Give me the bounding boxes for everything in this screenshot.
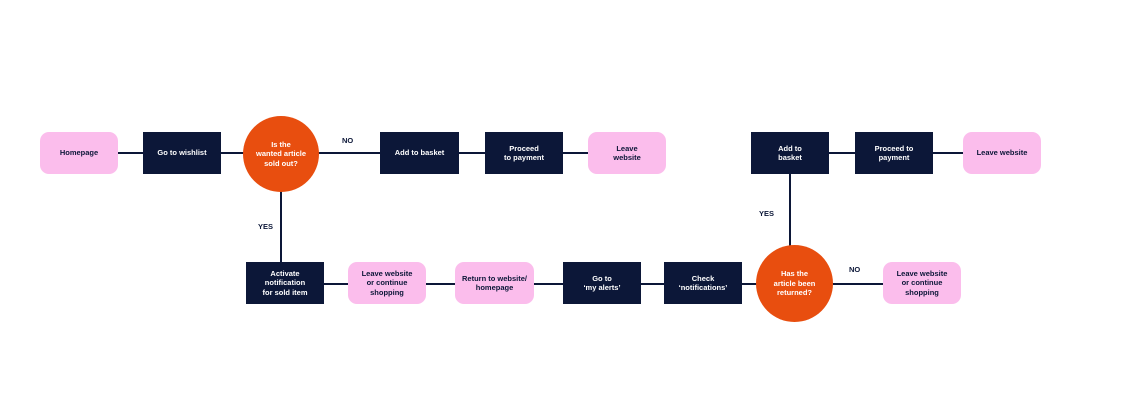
node-check-notifications: Check ‘notifications’	[664, 262, 742, 304]
node-leave-or-continue-2: Leave website or continue shopping	[883, 262, 961, 304]
node-return-to-website: Return to website/ homepage	[455, 262, 534, 304]
node-homepage: Homepage	[40, 132, 118, 174]
node-activate-notification: Activate notification for sold item	[246, 262, 324, 304]
label-sold-out-yes: YES	[258, 222, 274, 231]
node-returned-decision: Has the article been returned?	[756, 245, 833, 322]
label-sold-out-no: NO	[342, 136, 354, 145]
node-add-to-basket-2: Add to basket	[751, 132, 829, 174]
node-go-to-my-alerts: Go to ‘my alerts’	[563, 262, 641, 304]
node-proceed-to-payment-2: Proceed to payment	[855, 132, 933, 174]
node-leave-website-1: Leave website	[588, 132, 666, 174]
node-sold-out-decision: Is the wanted article sold out?	[243, 116, 319, 192]
node-proceed-to-payment-1: Proceed to payment	[485, 132, 563, 174]
label-returned-no: NO	[849, 265, 861, 274]
node-leave-or-continue-1: Leave website or continue shopping	[348, 262, 426, 304]
label-returned-yes: YES	[759, 209, 775, 218]
node-go-to-wishlist: Go to wishlist	[143, 132, 221, 174]
node-leave-website-2: Leave website	[963, 132, 1041, 174]
node-add-to-basket-1: Add to basket	[380, 132, 459, 174]
